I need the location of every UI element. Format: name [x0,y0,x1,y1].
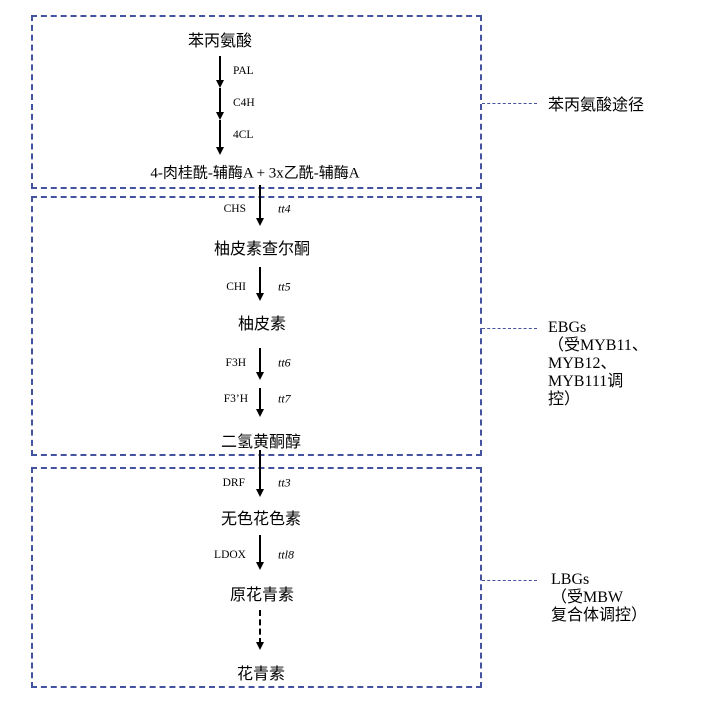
mutant-tt4: tt4 [278,201,291,216]
node-leucoanthocyanidin: 无色花色素 [220,511,302,528]
arrow-c4h [214,88,226,120]
ebg-box [31,196,482,456]
arrow-f3h [254,348,266,380]
mutant-tt3: tt3 [278,475,291,490]
enzyme-c4h: C4H [233,97,255,109]
enzyme-f3h: F3H [225,357,246,369]
label-ebgs: EBGs （受MYB11、 MYB12、 MYB111调 控） [548,319,648,408]
arrow-drf [254,450,266,497]
enzyme-drf: DRF [222,477,245,489]
enzyme-f3ph: F3’H [223,393,248,405]
node-naringenin: 柚皮素 [237,316,287,333]
enzyme-4cl: 4CL [233,129,254,141]
connector-lbgs [482,580,537,581]
mutant-tt5: tt5 [278,279,291,294]
node-cinnamoyl-coa: 4-肉桂酰-辅酶A + 3x乙酰-辅酶A [150,165,360,182]
node-dihydroflavonol: 二氢黄酮醇 [220,434,302,451]
mutant-ttl8: ttl8 [278,547,295,562]
enzyme-ldox: LDOX [214,549,246,561]
connector-phenylpropanoid [482,103,537,104]
arrow-pal [214,56,226,88]
lbg-box [31,467,482,688]
node-proanthocyanidin: 原花青素 [229,587,295,604]
node-naringenin-chalcone: 柚皮素查尔酮 [213,241,311,258]
enzyme-chi: CHI [226,281,246,293]
node-anthocyanin: 花青素 [236,666,286,683]
node-phenylalanine: 苯丙氨酸 [187,33,253,50]
mutant-tt6: tt6 [278,355,291,370]
enzyme-pal: PAL [233,65,254,77]
arrow-4cl [214,120,226,155]
arrow-anthocyanin-dashed [254,610,266,650]
label-lbgs: LBGs （受MBW 复合体调控） [551,571,648,624]
enzyme-chs: CHS [223,203,246,215]
arrow-chs [254,185,266,226]
label-phenylpropanoid-pathway: 苯丙氨酸途径 [548,97,645,114]
phenylpropanoid-box [31,15,482,189]
connector-ebgs [482,328,537,329]
mutant-tt7: tt7 [278,391,291,406]
arrow-chi [254,267,266,301]
arrow-ldox [254,535,266,570]
arrow-f3ph [254,388,266,417]
